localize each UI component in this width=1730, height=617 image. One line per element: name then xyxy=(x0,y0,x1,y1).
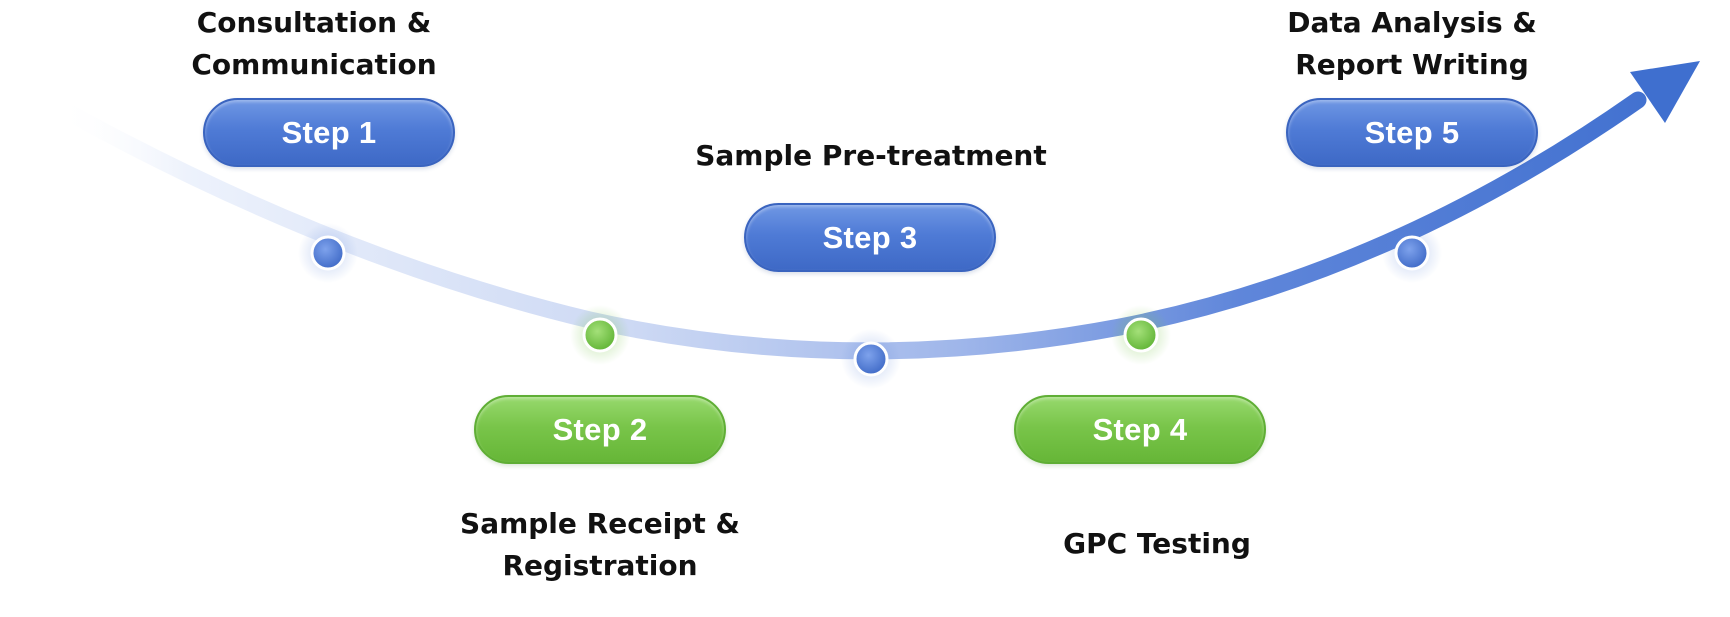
step-2-title-line: Sample Receipt & xyxy=(460,507,740,540)
step-4-title: GPC Testing xyxy=(1063,523,1251,565)
step-2-node xyxy=(582,317,618,353)
step-3-title-line: Sample Pre-treatment xyxy=(695,139,1047,172)
step-3-pill: Step 3 xyxy=(744,203,996,272)
step-4-node xyxy=(1123,317,1159,353)
step-2-pill-label: Step 2 xyxy=(552,411,648,447)
step-5-node xyxy=(1394,235,1430,271)
step-2-title: Sample Receipt & Registration xyxy=(460,503,740,587)
step-5-pill-label: Step 5 xyxy=(1364,114,1460,150)
step-5-title: Data Analysis & Report Writing xyxy=(1287,2,1537,86)
step-4-title-line: GPC Testing xyxy=(1063,527,1251,560)
step-nodes xyxy=(298,223,1442,389)
step-1-node xyxy=(310,235,346,271)
step-3-title: Sample Pre-treatment xyxy=(695,135,1047,177)
step-5-title-line: Report Writing xyxy=(1295,48,1529,81)
step-2-pill: Step 2 xyxy=(474,395,726,464)
step-4-pill: Step 4 xyxy=(1014,395,1266,464)
step-4-pill-label: Step 4 xyxy=(1092,411,1188,447)
step-1-pill: Step 1 xyxy=(203,98,455,167)
arrow-head-icon xyxy=(1630,61,1700,123)
step-5-title-line: Data Analysis & xyxy=(1287,6,1537,39)
step-1-title: Consultation & Communication xyxy=(191,2,436,86)
step-1-pill-label: Step 1 xyxy=(281,114,377,150)
step-2-title-line: Registration xyxy=(502,549,698,582)
step-3-pill-label: Step 3 xyxy=(822,219,918,255)
step-5-pill: Step 5 xyxy=(1286,98,1538,167)
step-1-title-line: Consultation & xyxy=(196,6,432,39)
step-3-node xyxy=(853,341,889,377)
step-1-title-line: Communication xyxy=(191,48,437,81)
